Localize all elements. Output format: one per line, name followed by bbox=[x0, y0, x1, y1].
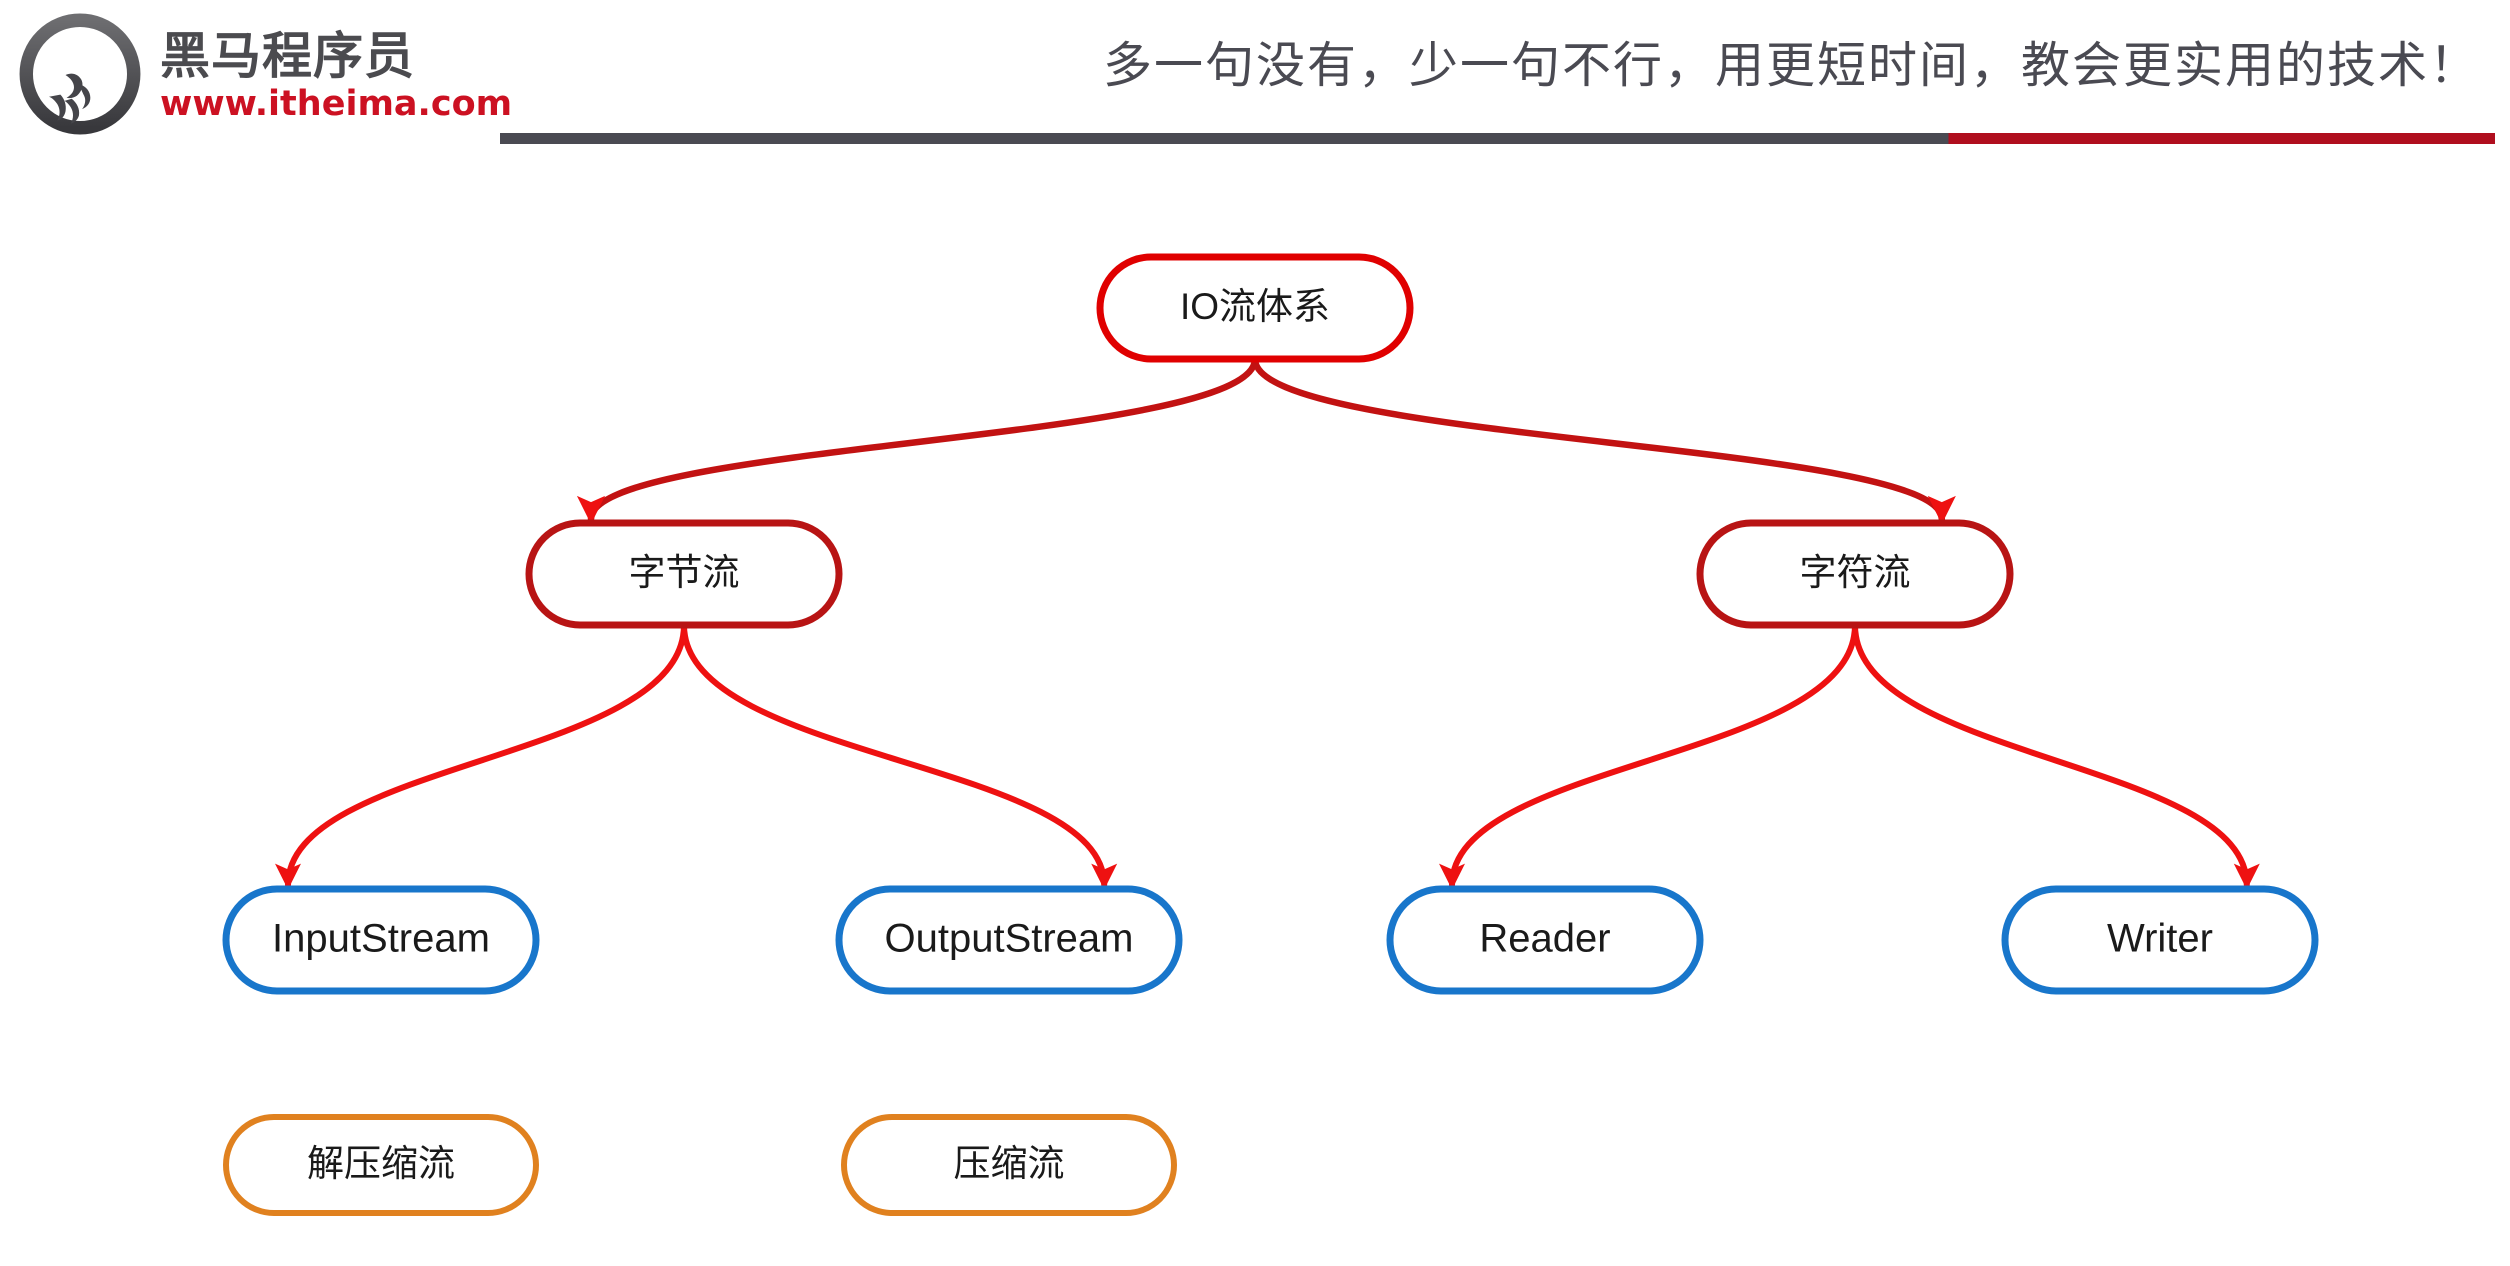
header-divider-rule bbox=[500, 133, 2495, 144]
node-label-unzip: 解压缩流 bbox=[307, 1143, 455, 1184]
io-stream-hierarchy-diagram: IO流体系字节流 字符流 InputStream OutputStream Reader… bbox=[0, 160, 2510, 1266]
node-label-root: IO流体系 bbox=[1180, 286, 1330, 327]
edges-layer bbox=[275, 355, 2260, 890]
edge-char-to-reader bbox=[1439, 622, 1858, 890]
brand-block: 黑马程序员 www.itheima.com bbox=[18, 12, 512, 136]
node-shape-reader bbox=[1386, 885, 1704, 995]
node-label-zip: 压缩流 bbox=[954, 1143, 1065, 1184]
horse-head-circle-logo-icon bbox=[19, 13, 141, 135]
node-label-char: 字符流 bbox=[1800, 552, 1911, 593]
node-label-input: InputStream bbox=[272, 917, 490, 961]
node-input[interactable]: InputStream bbox=[222, 885, 540, 995]
node-label-output: OutputStream bbox=[884, 917, 1133, 961]
node-shape-input bbox=[222, 885, 540, 995]
edge-char-to-writer bbox=[1852, 622, 2260, 890]
node-writer[interactable]: Writer bbox=[2001, 885, 2319, 995]
node-shape-unzip bbox=[223, 1114, 539, 1216]
node-zip[interactable]: 压缩流 bbox=[841, 1114, 1177, 1216]
header-tagline: 多一句没有，少一句不行，用更短时间，教会更实用的技术！ bbox=[1102, 37, 2480, 94]
node-label-byte: 字节流 bbox=[629, 552, 740, 593]
page-header: 黑马程序员 www.itheima.com 多一句没有，少一句不行，用更短时间，… bbox=[0, 0, 2510, 160]
node-reader[interactable]: Reader bbox=[1386, 885, 1704, 995]
node-shape-char bbox=[1696, 519, 2014, 629]
edge-root-to-byte bbox=[577, 355, 1259, 525]
node-output[interactable]: OutputStream bbox=[835, 885, 1183, 995]
node-shape-byte bbox=[525, 519, 843, 629]
node-label-reader: Reader bbox=[1479, 917, 1610, 961]
node-byte[interactable]: 字节流 bbox=[525, 519, 843, 629]
edge-byte-to-input bbox=[275, 622, 687, 890]
node-label-writer: Writer bbox=[2107, 917, 2213, 961]
node-shape-zip bbox=[841, 1114, 1177, 1216]
brand-url: www.itheima.com bbox=[160, 84, 513, 125]
node-shape-root bbox=[1096, 253, 1414, 363]
node-root[interactable]: IO流体系 bbox=[1096, 253, 1414, 363]
brand-name: 黑马程序员 bbox=[160, 26, 415, 85]
edge-byte-to-output bbox=[681, 622, 1118, 890]
node-char[interactable]: 字符流 bbox=[1696, 519, 2014, 629]
node-unzip[interactable]: 解压缩流 bbox=[223, 1114, 539, 1216]
node-shape-writer bbox=[2001, 885, 2319, 995]
edge-root-to-char bbox=[1251, 355, 1956, 525]
brand-text: 黑马程序员 www.itheima.com bbox=[160, 24, 512, 125]
node-shape-output bbox=[835, 885, 1183, 995]
